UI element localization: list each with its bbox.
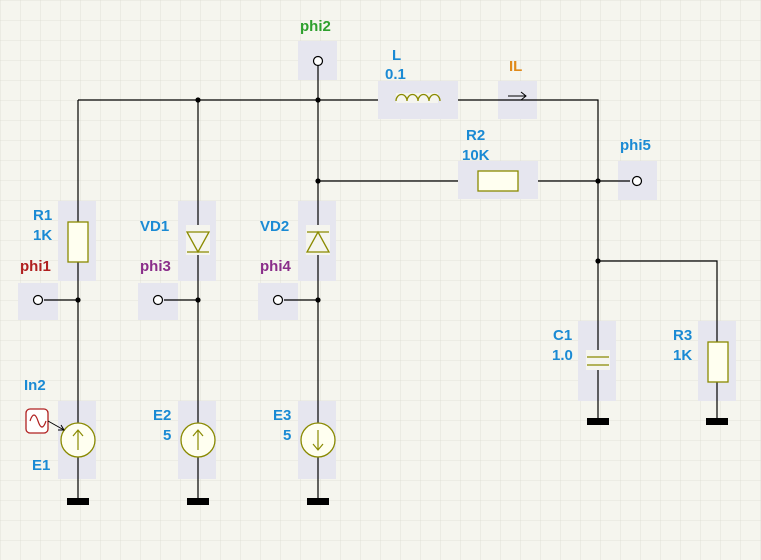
junction-node <box>195 297 201 303</box>
junction-node <box>315 178 321 184</box>
r1-name-label: R1 <box>33 207 52 224</box>
voltage-source-e2[interactable] <box>180 422 216 458</box>
phi5-label: phi5 <box>620 137 651 154</box>
e2-value-label: 5 <box>163 427 171 444</box>
il-label: IL <box>509 58 522 75</box>
resistor-r2[interactable] <box>477 170 519 192</box>
ground-icon <box>307 498 329 505</box>
phi3-label: phi3 <box>140 258 171 275</box>
capacitor-c1[interactable] <box>586 350 610 370</box>
junction-node <box>75 297 81 303</box>
phi4-port[interactable] <box>272 294 284 306</box>
e2-name-label: E2 <box>153 407 171 424</box>
inductor-l[interactable] <box>395 93 441 103</box>
sine-generator-in2[interactable] <box>25 408 65 434</box>
current-source-e1[interactable] <box>60 422 96 458</box>
junction-node <box>315 297 321 303</box>
r2-value-label: 10K <box>462 147 490 164</box>
junction-node <box>315 97 321 103</box>
phi5-port[interactable] <box>631 175 643 187</box>
phi1-label: phi1 <box>20 258 51 275</box>
arrow-up-icon <box>192 429 204 450</box>
e1-label: E1 <box>32 457 50 474</box>
c1-value-label: 1.0 <box>552 347 573 364</box>
ports <box>32 55 643 306</box>
ground-icon <box>706 418 728 425</box>
diode-vd2[interactable] <box>305 225 331 255</box>
ground-icon <box>187 498 209 505</box>
link-arrow-icon <box>47 420 65 431</box>
ground-icon <box>587 418 609 425</box>
component-pads <box>18 41 736 479</box>
arrow-up-icon <box>72 429 84 450</box>
current-meter-il[interactable] <box>508 91 527 101</box>
diode-vd1[interactable] <box>185 225 211 255</box>
r2-name-label: R2 <box>466 127 485 144</box>
resistor-r1[interactable] <box>67 221 89 263</box>
c1-name-label: C1 <box>553 327 572 344</box>
vd2-label: VD2 <box>260 218 289 235</box>
e3-name-label: E3 <box>273 407 291 424</box>
right-arrow-icon <box>508 91 527 101</box>
voltage-source-e3[interactable] <box>300 422 336 458</box>
e3-value-label: 5 <box>283 427 291 444</box>
junction-node <box>595 178 601 184</box>
junction-node <box>195 97 201 103</box>
ground-icon <box>67 498 89 505</box>
inductor-name-label: L <box>392 47 401 64</box>
top-bus-right <box>458 99 599 420</box>
phi4-label: phi4 <box>260 258 291 275</box>
vd1-label: VD1 <box>140 218 169 235</box>
arrow-down-icon <box>312 430 324 451</box>
in2-label: In2 <box>24 377 46 394</box>
phi1-port[interactable] <box>32 294 44 306</box>
labels: phi2 L 0.1 IL R2 10K phi5 R1 1K VD1 VD2 … <box>20 18 692 474</box>
inductor-value-label: 0.1 <box>385 66 406 83</box>
r3-value-label: 1K <box>673 347 692 364</box>
junction-node <box>595 258 601 264</box>
junctions <box>75 97 601 303</box>
grounds <box>67 418 728 505</box>
phi3-port[interactable] <box>152 294 164 306</box>
phi2-port[interactable] <box>312 55 324 67</box>
r3-name-label: R3 <box>673 327 692 344</box>
resistor-r3[interactable] <box>707 341 729 383</box>
sine-wave-icon <box>29 414 47 428</box>
r1-value-label: 1K <box>33 227 52 244</box>
phi2-label: phi2 <box>300 18 331 35</box>
